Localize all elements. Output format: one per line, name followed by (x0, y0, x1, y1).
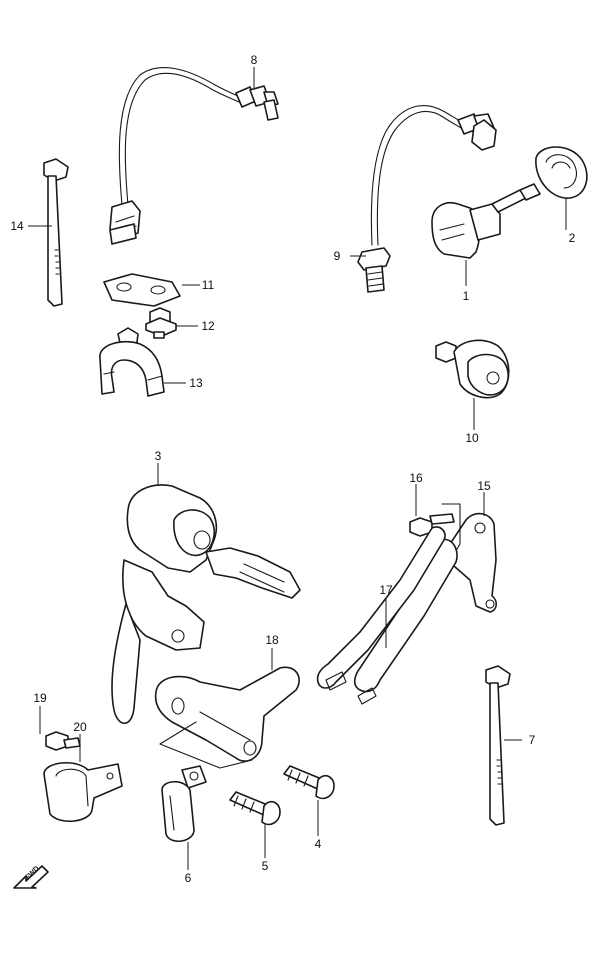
callout-10: 10 (465, 431, 479, 445)
part-10-sensor (435, 339, 510, 399)
part-8-sensor-cable (109, 67, 279, 245)
leader-lines (28, 67, 567, 870)
callout-labels: 8 1 2 3 4 5 6 7 9 10 11 12 13 14 15 16 1… (10, 53, 575, 885)
part-1-switch (431, 183, 541, 259)
part-12-bolt (145, 307, 177, 339)
callout-3: 3 (155, 449, 162, 463)
part-18-bracket-plate (154, 666, 300, 769)
callout-12: 12 (201, 319, 215, 333)
part-6-clip (161, 765, 207, 842)
part-19-bolt (45, 731, 81, 751)
part-16-bolt (409, 513, 455, 537)
part-3-bracket (111, 484, 301, 725)
callout-7: 7 (529, 733, 536, 747)
part-14-cable-tie (43, 158, 69, 307)
callout-17: 17 (379, 583, 393, 597)
callout-16: 16 (409, 471, 423, 485)
part-20-clamp (43, 762, 123, 822)
callout-8: 8 (251, 53, 258, 67)
callout-1: 1 (463, 289, 470, 303)
part-17-clamp-strip (316, 526, 458, 705)
callout-15: 15 (477, 479, 491, 493)
part-7-cable-tie (485, 665, 511, 826)
callout-2: 2 (569, 231, 576, 245)
callout-6: 6 (185, 871, 192, 885)
callout-18: 18 (265, 633, 279, 647)
callout-9: 9 (334, 249, 341, 263)
part-11-plate (103, 273, 181, 307)
fwd-arrow-icon: FWD (13, 865, 49, 889)
part-4-bolt (283, 765, 335, 800)
part-9-sensor-cable (357, 105, 497, 293)
part-5-bolt (229, 791, 281, 826)
part-15-bracket (441, 503, 498, 613)
callout-19: 19 (33, 691, 47, 705)
callout-11: 11 (202, 278, 215, 292)
callout-14: 14 (10, 219, 24, 233)
callout-5: 5 (262, 859, 269, 873)
callout-13: 13 (189, 376, 203, 390)
part-13-clamp (99, 327, 165, 397)
callout-4: 4 (315, 837, 322, 851)
part-2-grommet (535, 146, 588, 199)
callout-20: 20 (73, 720, 87, 734)
